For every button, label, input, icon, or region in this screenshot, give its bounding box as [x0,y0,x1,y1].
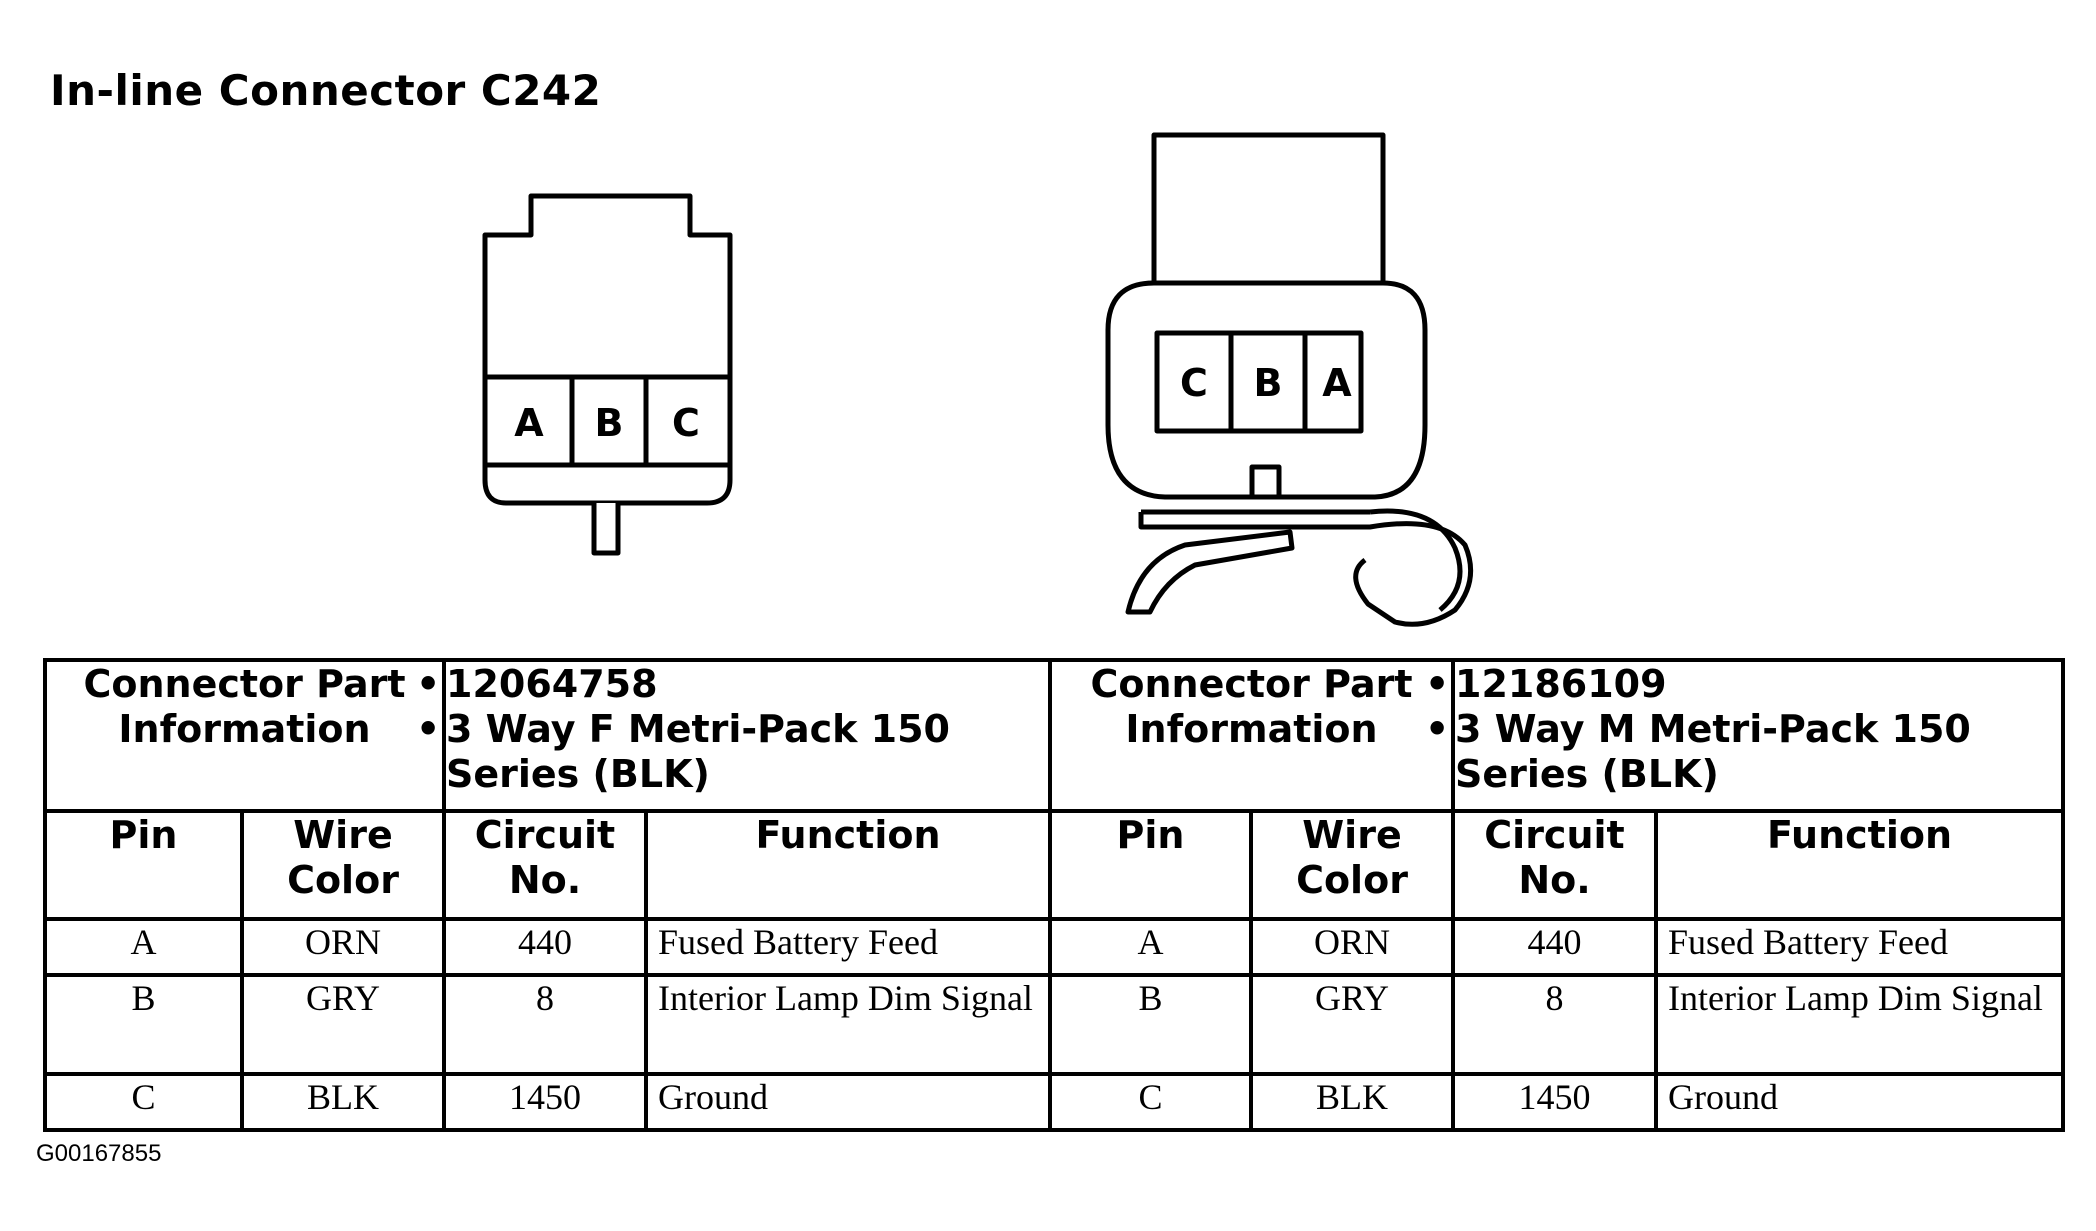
left-part-number: 12064758 [416,662,1048,707]
left-part-details: 12064758 3 Way F Metri-Pack 150 Series (… [416,658,1052,813]
column-header-wire-color: Wire Color [240,808,446,921]
circuit-cell: 440 [1451,916,1658,977]
right-cavity-1: C [1180,361,1208,405]
function-cell: Fused Battery Feed [644,916,1052,977]
right-part-details: 12186109 3 Way M Metri-Pack 150 Series (… [1425,658,2066,813]
connector-illustrations: A B C C B A [482,132,1474,627]
function-cell: Fused Battery Feed [1653,916,2066,977]
column-header-function: Function [1653,808,2066,921]
connector-right-illustration [1105,132,1474,627]
pin-cell: C [1048,1071,1253,1133]
wire-color-cell: GRY [240,972,446,1076]
wire-color-cell: GRY [1249,972,1455,1076]
right-cavity-3: A [1322,361,1352,405]
left-part-description: 3 Way F Metri-Pack 150 Series (BLK) [416,707,1048,797]
function-cell: Ground [1653,1071,2066,1133]
column-header-pin: Pin [43,808,244,921]
column-header-function: Function [644,808,1052,921]
wire-color-cell: BLK [1249,1071,1455,1133]
pin-cell: A [43,916,244,977]
circuit-cell: 8 [442,972,648,1076]
left-cavity-3: C [672,401,700,445]
circuit-cell: 1450 [1451,1071,1658,1133]
figure-reference-code: G00167855 [36,1140,162,1167]
circuit-cell: 8 [1451,972,1658,1076]
table-row: C BLK 1450 Ground C BLK 1450 Ground [43,1071,2066,1133]
circuit-cell: 440 [442,916,648,977]
pin-cell: B [43,972,244,1076]
function-cell: Interior Lamp Dim Signal [1653,972,2066,1076]
pin-cell: A [1048,916,1253,977]
pinout-table: Connector Part Information 12064758 3 Wa… [43,658,2066,1133]
wire-color-cell: ORN [1249,916,1455,977]
column-header-row: Pin Wire Color Circuit No. Function Pin … [43,808,2066,921]
right-part-description: 3 Way M Metri-Pack 150 Series (BLK) [1425,707,2061,797]
connector-left-illustration [482,193,733,556]
table-row: B GRY 8 Interior Lamp Dim Signal B GRY 8… [43,972,2066,1076]
table-row: A ORN 440 Fused Battery Feed A ORN 440 F… [43,916,2066,977]
part-info-row: Connector Part Information 12064758 3 Wa… [43,658,2066,813]
function-cell: Ground [644,1071,1052,1133]
column-header-wire-color: Wire Color [1249,808,1455,921]
left-cavity-2: B [595,401,624,445]
right-part-number: 12186109 [1425,662,2061,707]
left-cavity-1: A [514,401,544,445]
column-header-circuit: Circuit No. [442,808,648,921]
diagram-title: In-line Connector C242 [50,66,602,115]
left-part-info-label: Connector Part Information [43,658,446,813]
pin-cell: C [43,1071,244,1133]
wire-color-cell: BLK [240,1071,446,1133]
column-header-circuit: Circuit No. [1451,808,1658,921]
wire-color-cell: ORN [240,916,446,977]
right-part-info-label: Connector Part Information [1048,658,1455,813]
function-cell: Interior Lamp Dim Signal [644,972,1052,1076]
column-header-pin: Pin [1048,808,1253,921]
circuit-cell: 1450 [442,1071,648,1133]
pin-cell: B [1048,972,1253,1076]
right-cavity-2: B [1254,361,1283,405]
